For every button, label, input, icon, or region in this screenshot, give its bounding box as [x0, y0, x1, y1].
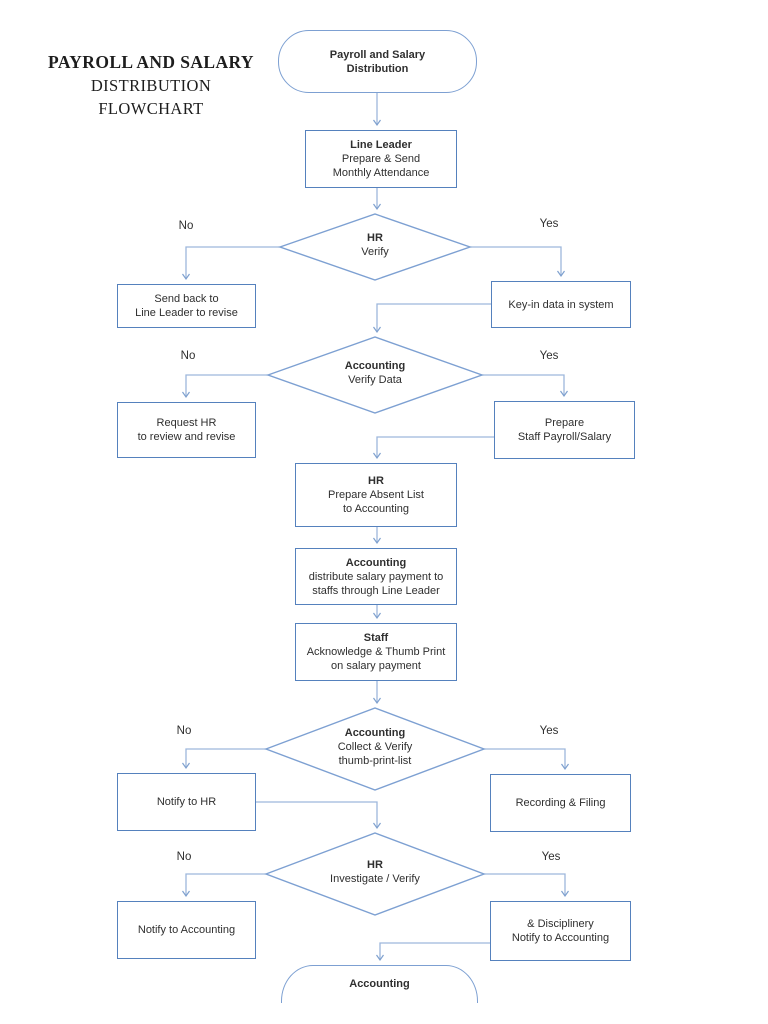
connector-disciplinery-to-end: [376, 942, 490, 962]
decision-accounting-collect-shape: [264, 707, 486, 791]
process-hr-absent-list-line3: to Accounting: [342, 503, 410, 515]
process-request-hr-line2: to review and revise: [137, 431, 236, 443]
decision-accounting-collect-line1: Accounting: [344, 727, 406, 739]
decision-accounting-verify-label: Accounting Verify Data: [268, 335, 482, 411]
process-prepare-payroll-line1: Prepare: [544, 417, 585, 429]
process-hr-absent-list: HR Prepare Absent List to Accounting: [295, 463, 457, 527]
page-title: PAYROLL AND SALARY DISTRIBUTION FLOWCHAR…: [38, 50, 264, 120]
connector-key-in-to-accounting-verify: [373, 303, 491, 334]
connector-accounting-collect-no: [182, 748, 266, 770]
edge-label-yes-2: Yes: [539, 350, 559, 362]
process-prepare-payroll: Prepare Staff Payroll/Salary: [494, 401, 635, 459]
connector-hr-investigate-no: [182, 873, 266, 898]
decision-hr-investigate-line2: Investigate / Verify: [330, 873, 420, 885]
page-title-line1: PAYROLL AND SALARY: [48, 52, 254, 72]
process-line-leader-line1: Line Leader: [350, 139, 412, 151]
connector-hr-verify-yes: [470, 246, 565, 278]
terminator-end-line1: Accounting: [349, 978, 410, 990]
process-request-hr: Request HR to review and revise: [117, 402, 256, 458]
process-key-in: Key-in data in system: [491, 281, 631, 328]
connector-prepare-to-hr-absent: [373, 436, 494, 460]
decision-hr-verify-shape: [277, 213, 473, 281]
terminator-start-line1: Payroll and Salary: [329, 48, 426, 61]
process-disciplinery-notify: & Disciplinery Notify to Accounting: [490, 901, 631, 961]
edge-label-yes-4: Yes: [541, 851, 561, 863]
decision-hr-investigate-label: HR Investigate / Verify: [266, 831, 484, 913]
process-staff-acknowledge: Staff Acknowledge & Thumb Print on salar…: [295, 623, 457, 681]
connector-accounting-collect-yes: [484, 748, 569, 771]
process-accounting-distribute-line3: staffs through Line Leader: [312, 584, 440, 597]
process-send-back: Send back to Line Leader to revise: [117, 284, 256, 328]
decision-hr-verify-line1: HR: [367, 232, 383, 244]
connector-hr-investigate-yes: [484, 873, 569, 898]
process-line-leader-line3: Monthly Attendance: [332, 167, 430, 179]
process-prepare-payroll-line2: Staff Payroll/Salary: [517, 431, 612, 443]
decision-hr-investigate-line1: HR: [367, 859, 383, 871]
process-notify-to-accounting-line1: Notify to Accounting: [137, 924, 236, 936]
terminator-start: Payroll and Salary Distribution: [278, 30, 477, 93]
decision-accounting-collect-label: Accounting Collect & Verify thumb-print-…: [266, 706, 484, 788]
connector-accounting-verify-no: [182, 374, 268, 399]
edge-label-no-4: No: [176, 851, 192, 863]
decision-hr-verify-line2: Verify: [361, 246, 389, 258]
decision-hr-verify-label: HR Verify: [280, 212, 470, 278]
edge-label-yes-1: Yes: [539, 218, 559, 230]
process-hr-absent-list-line1: HR: [368, 475, 384, 487]
process-line-leader: Line Leader Prepare & Send Monthly Atten…: [305, 130, 457, 188]
process-accounting-distribute: Accounting distribute salary payment to …: [295, 548, 457, 605]
process-key-in-line1: Key-in data in system: [508, 298, 614, 311]
edge-label-no-1: No: [178, 220, 194, 232]
process-notify-to-hr: Notify to HR: [117, 773, 256, 831]
edge-label-yes-3: Yes: [539, 725, 559, 737]
process-line-leader-line2: Prepare & Send: [341, 153, 421, 165]
decision-accounting-verify-shape: [265, 336, 485, 414]
edge-label-no-3: No: [176, 725, 192, 737]
edge-label-no-2: No: [180, 350, 196, 362]
connector-accounting-verify-yes: [482, 374, 568, 398]
decision-hr-investigate-shape: [264, 832, 486, 916]
terminator-end: Accounting: [281, 965, 478, 1003]
process-send-back-line1: Send back to: [154, 293, 219, 305]
process-disciplinery-notify-line1: & Disciplinery: [527, 918, 594, 930]
process-disciplinery-notify-line2: Notify to Accounting: [511, 932, 610, 944]
process-notify-to-hr-line1: Notify to HR: [156, 796, 217, 808]
connector-hr-verify-no: [182, 246, 280, 281]
process-hr-absent-list-line2: Prepare Absent List: [327, 489, 424, 501]
connector-notify-hr-to-hr-investigate: [256, 801, 381, 830]
process-accounting-distribute-line2: distribute salary payment to: [308, 570, 444, 583]
process-notify-to-accounting: Notify to Accounting: [117, 901, 256, 959]
decision-accounting-verify-line2: Verify Data: [348, 374, 402, 386]
decision-accounting-collect-line3: thumb-print-list: [338, 755, 412, 767]
process-staff-acknowledge-line2: Acknowledge & Thumb Print: [306, 646, 446, 658]
terminator-start-line2: Distribution: [346, 62, 409, 75]
process-accounting-distribute-line1: Accounting: [345, 556, 407, 569]
process-staff-acknowledge-line3: on salary payment: [331, 660, 421, 672]
decision-accounting-collect-line2: Collect & Verify: [337, 741, 413, 753]
process-recording-filing: Recording & Filing: [490, 774, 631, 832]
process-send-back-line2: Line Leader to revise: [135, 307, 238, 319]
page-title-line2: DISTRIBUTION FLOWCHART: [90, 76, 212, 118]
process-recording-filing-line1: Recording & Filing: [515, 797, 606, 809]
process-staff-acknowledge-line1: Staff: [363, 632, 389, 644]
terminator-end-shape: [281, 965, 478, 1003]
process-request-hr-line1: Request HR: [156, 417, 217, 429]
decision-accounting-verify-line1: Accounting: [344, 360, 406, 372]
